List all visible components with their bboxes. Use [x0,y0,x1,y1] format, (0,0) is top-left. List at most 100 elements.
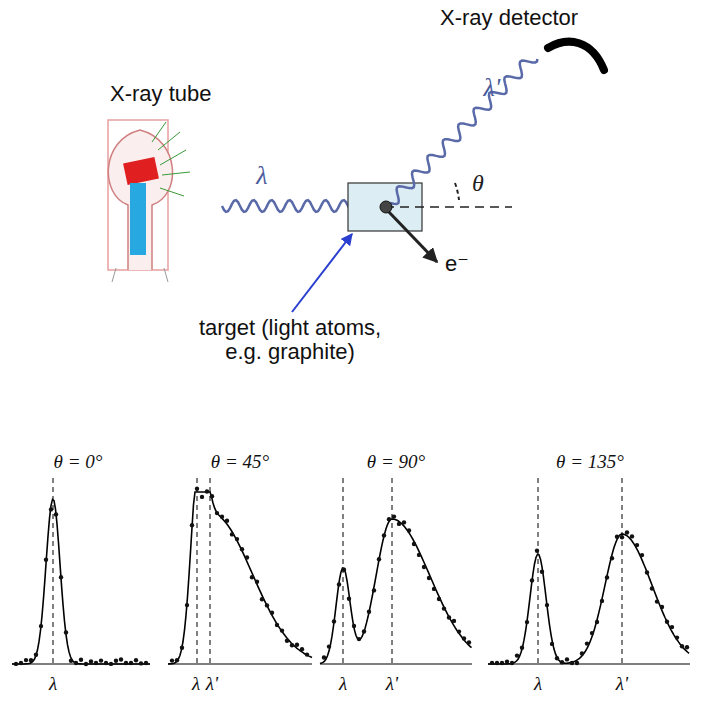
data-point [565,657,569,661]
data-point [347,597,351,601]
plot-title: θ = 0° [54,452,103,473]
data-point [442,606,446,610]
data-point [280,628,284,632]
data-point [570,661,574,665]
data-point [432,587,436,591]
data-point [332,619,336,623]
data-point [467,640,471,644]
data-point [195,487,199,491]
data-point [79,658,83,662]
data-point [457,629,461,633]
data-point [305,652,309,656]
data-point [550,642,554,646]
data-point [670,625,674,629]
data-point [675,635,679,639]
data-point [322,655,326,659]
data-point [382,533,386,537]
data-point [680,644,684,648]
electron-label: e⁻ [445,252,469,276]
data-point [377,557,381,561]
data-point [447,615,451,619]
data-point [290,643,294,647]
leader-arrow [292,234,352,312]
data-point [452,619,456,623]
data-point [635,543,639,547]
device-label: X-ray tube [110,82,212,106]
data-point [230,532,234,536]
data-point [255,580,259,584]
data-point [660,605,664,609]
data-point [104,661,108,665]
data-point [505,659,509,663]
data-point [610,556,614,560]
data-point [265,603,269,607]
data-point [417,553,421,557]
target-box [348,183,422,231]
axis-label: λ' [386,674,398,695]
data-point [462,636,466,640]
spectrum-curve [488,534,689,664]
data-point [225,519,229,523]
data-point [510,661,514,665]
data-point [260,597,264,601]
incident-direction [385,206,512,208]
data-point [580,651,584,655]
data-point [220,515,224,519]
data-point [437,597,441,601]
data-point [615,535,619,539]
device-label: X-ray detector [440,6,578,30]
angle-label: θ [472,170,484,196]
data-point [119,657,123,661]
data-point [14,662,18,666]
target-label: target (light atoms, e.g. graphite) [183,316,398,364]
data-point [39,624,43,628]
data-point [205,489,209,493]
data-point [285,639,289,643]
data-point [495,661,499,665]
data-point [49,507,53,511]
peak-marker [53,478,54,664]
plot-title: θ = 90° [367,452,425,473]
data-point [685,645,689,649]
data-point [295,643,299,647]
data-point [555,656,559,660]
data-point [337,582,341,586]
data-point [645,570,649,574]
data-point [250,575,254,579]
data-point [29,658,33,662]
data-point [109,662,113,666]
data-point [500,661,504,665]
axis-line [488,663,690,664]
data-point [200,495,204,499]
xray-tube [108,120,190,282]
data-point [655,599,659,603]
data-point [625,530,629,534]
data-point [545,603,549,607]
data-point [367,610,371,614]
axis-label: λ [339,674,347,695]
data-point [520,646,524,650]
data-point [89,659,93,663]
data-point [515,653,519,657]
data-point [84,662,88,666]
plot-title: θ = 135° [556,452,624,473]
data-point [630,534,634,538]
data-point [387,517,391,521]
peak-marker [622,478,623,664]
data-point [180,646,184,650]
data-point [144,661,148,665]
axis-label: λ' [616,674,628,695]
peak-marker [210,478,211,664]
data-point [210,494,214,498]
data-point [139,661,143,665]
data-point [590,631,594,635]
spectrum-curve [320,519,472,664]
axis-line [320,663,472,664]
data-point [175,658,179,662]
data-point [190,523,194,527]
spectrum-curve [12,499,150,664]
data-point [540,570,544,574]
data-point [114,659,118,663]
wavelength-label: λ [256,162,267,191]
data-point [422,565,426,569]
